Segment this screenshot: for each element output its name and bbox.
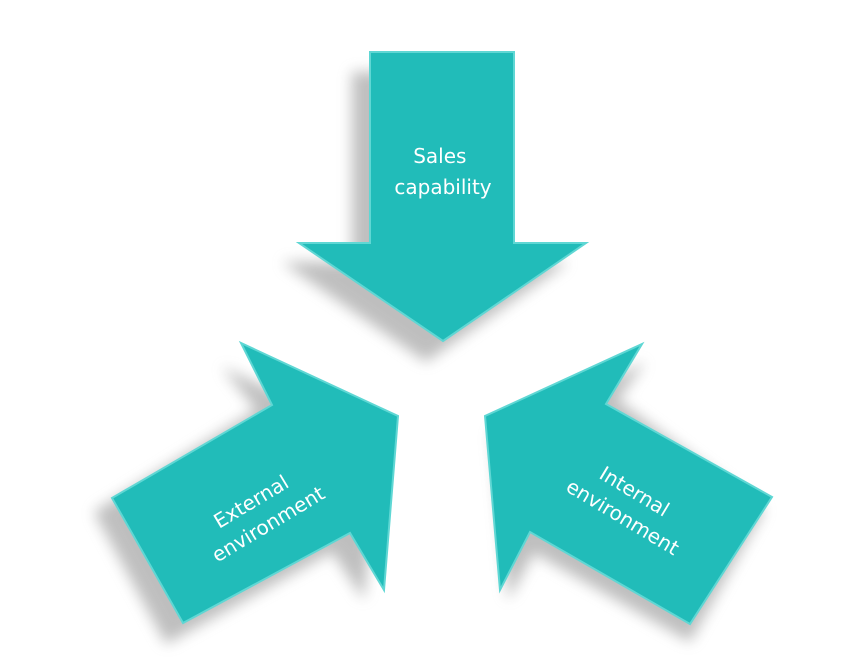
external-environment-arrow-shape <box>110 340 400 625</box>
external-environment-arrow: External environment <box>94 340 400 644</box>
sales-capability-label: Sales capability <box>394 144 491 199</box>
internal-environment-arrow-shape <box>483 341 774 626</box>
sales-capability-arrow: Sales capability <box>282 51 590 362</box>
sales-capability-arrow-shape <box>295 51 590 343</box>
internal-environment-arrow: Internal environment <box>483 341 774 642</box>
